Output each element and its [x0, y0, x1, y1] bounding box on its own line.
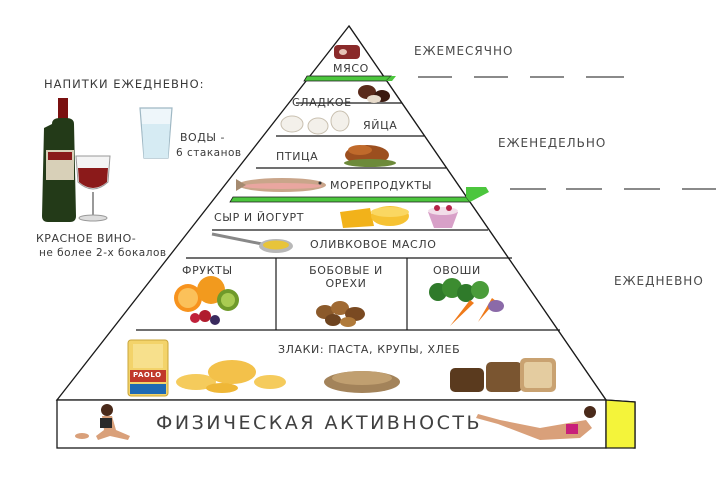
pasta-brand-label: PAOLO: [133, 371, 162, 379]
exercise-woman-left-icon: [75, 404, 130, 440]
tier-label-olive-oil: ОЛИВКОВОЕ МАСЛО: [310, 238, 437, 251]
tier-label-dairy: СЫР И ЙОГУРТ: [214, 211, 305, 224]
frequency-daily-label: ЕЖЕДНЕВНО: [614, 274, 704, 288]
wine-label-line1: КРАСНОЕ ВИНО-: [36, 232, 137, 245]
monthly-divider-green: [303, 75, 392, 82]
grains-icon: [324, 371, 400, 393]
fish-icon: [236, 178, 326, 192]
pasta-package-icon: [127, 339, 169, 397]
activity-bar-side: [605, 399, 636, 449]
wine-glass-icon: [75, 155, 111, 222]
chocolates-icon: [358, 85, 390, 103]
wine-bottle-icon: [42, 98, 76, 222]
vegetables-icon: [429, 278, 504, 326]
wine-label-line2: не более 2-х бокалов: [39, 247, 167, 259]
water-label-line1: ВОДЫ -: [180, 131, 225, 144]
nuts-icon: [316, 301, 365, 327]
weekly-divider-green-side: [466, 187, 489, 202]
tier-label-eggs: ЯЙЦА: [363, 119, 398, 132]
activity-label: ФИЗИЧЕСКАЯ АКТИВНОСТЬ: [156, 412, 482, 434]
frequency-weekly-label: ЕЖЕНЕДЕЛЬНО: [498, 136, 607, 150]
fruits-icon: [174, 276, 239, 325]
tier-label-fruits: ФРУКТЫ: [182, 264, 233, 277]
bread-icon: [450, 358, 556, 392]
tier-label-grains: ЗЛАКИ: ПАСТА, КРУПЫ, ХЛЕБ: [278, 343, 461, 356]
tier-label-meat: МЯСО: [333, 62, 369, 75]
tier-label-vegetables: ОВОШИ: [433, 264, 481, 277]
meat-icon: [334, 45, 360, 59]
eggs-icon: [280, 110, 350, 135]
tier-label-seafood: МОРЕПРОДУКТЫ: [330, 179, 433, 192]
water-label-line2: 6 стаканов: [176, 147, 242, 159]
exercise-woman-right-icon: [476, 406, 596, 440]
drinks-title: НАПИТКИ ЕЖЕДНЕВНО:: [44, 77, 205, 91]
weekly-divider-green: [229, 196, 471, 203]
monthly-divider-green-side: [386, 76, 396, 81]
cheese-icon: [340, 206, 409, 228]
tier-label-legumes: БОБОВЫЕ И ОРЕХИ: [309, 264, 383, 290]
yogurt-icon: [428, 205, 458, 228]
roast-chicken-icon: [344, 145, 396, 167]
water-glass-icon: [139, 107, 173, 159]
olive-oil-spoon-icon: [211, 232, 293, 253]
pasta-pile-icon: [176, 360, 286, 393]
frequency-monthly-label: ЕЖЕМЕСЯЧНО: [414, 44, 514, 58]
tier-label-sweets: СЛАДКОЕ: [292, 96, 352, 109]
tier-label-poultry: ПТИЦА: [276, 150, 319, 163]
